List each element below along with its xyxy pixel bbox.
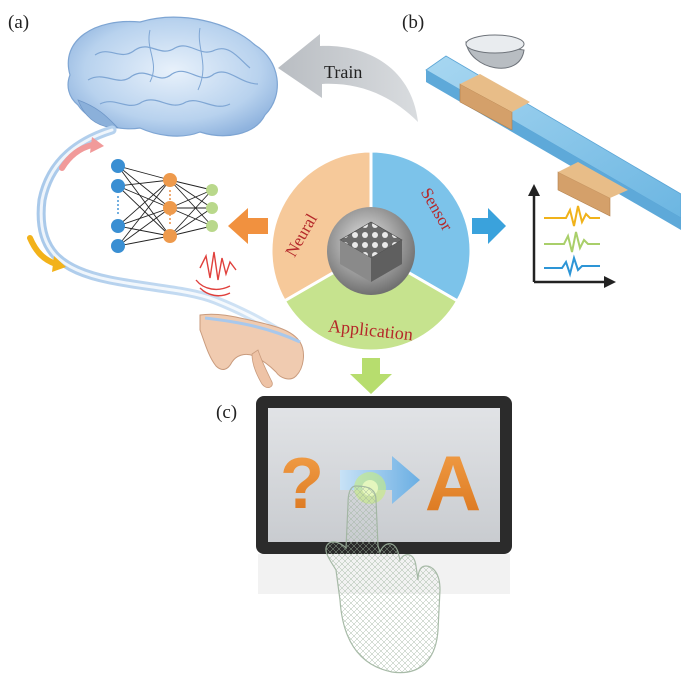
- answer-letter-glyph: A: [425, 439, 481, 527]
- train-label: Train: [324, 62, 362, 82]
- panel-label-c: (c): [216, 402, 238, 423]
- brain-illustration: [67, 16, 278, 137]
- cantilever-beam: [425, 55, 681, 230]
- hand-illustration: [199, 313, 304, 388]
- signal-up-arrow: [59, 137, 104, 171]
- question-mark-glyph: ?: [280, 444, 324, 524]
- sensor-signal-plot: [528, 184, 616, 288]
- neural-network-icon: [111, 159, 218, 253]
- nerve-pathway: [36, 125, 297, 345]
- train-arrow: [278, 34, 418, 122]
- application-down-arrow: [350, 358, 392, 394]
- panel-label-a: (a): [8, 12, 30, 33]
- sensor-out-arrow: [472, 208, 506, 244]
- signal-down-arrow: [27, 235, 66, 272]
- mesh-hand-illustration: [325, 485, 441, 674]
- sensor-chip-image: [327, 207, 415, 295]
- panel-label-b: (b): [402, 12, 425, 33]
- spherical-indenter: [465, 34, 525, 69]
- neural-out-arrow: [228, 208, 268, 244]
- tactile-signal-icon: [195, 251, 237, 297]
